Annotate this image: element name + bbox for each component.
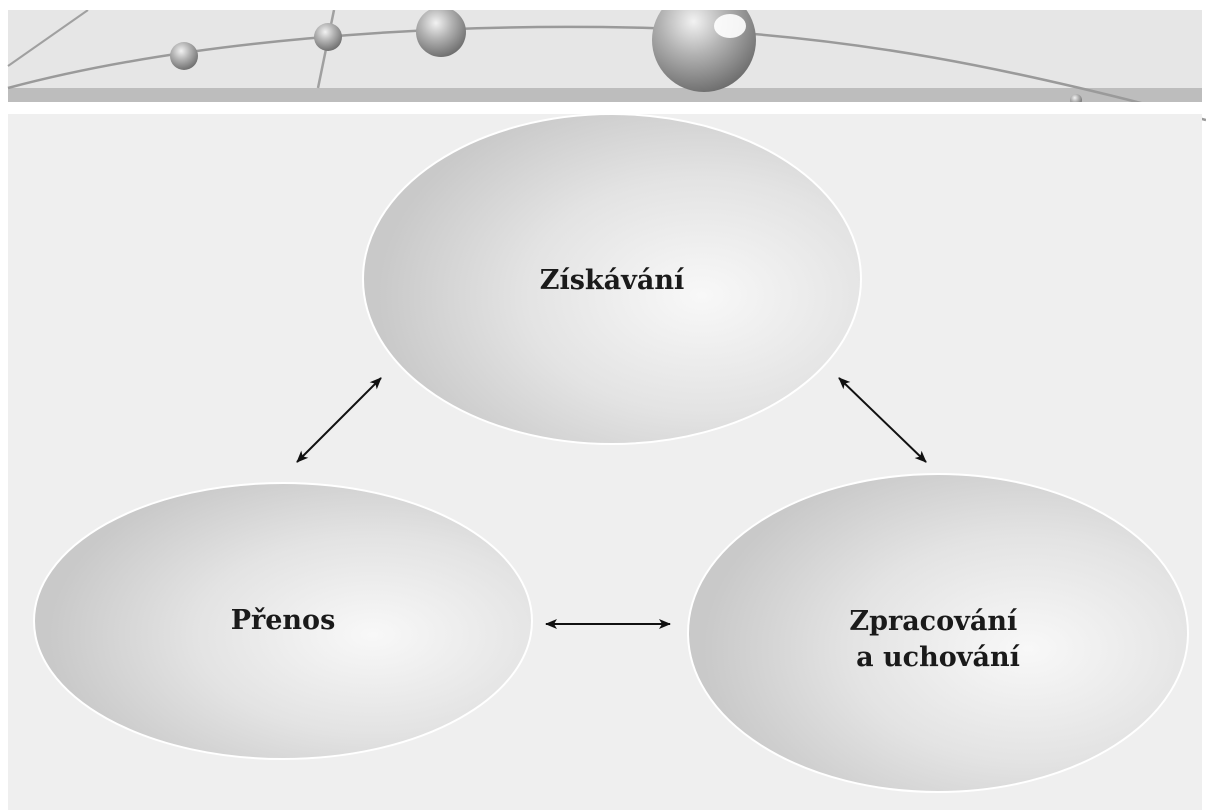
svg-text:Přenos: Přenos (231, 605, 336, 636)
header-ball-mid (416, 7, 466, 57)
node-prenos: Přenos (33, 482, 533, 760)
svg-text:Získávání: Získávání (540, 265, 685, 296)
svg-text:Zpracování a uchování: Zpracování a uchování (849, 606, 1026, 673)
header-mask-top (0, 0, 1206, 10)
header-decoration (0, 0, 1206, 122)
header-ball-medium (314, 23, 342, 51)
node-ziskavani: Získávání (362, 113, 862, 445)
node-label-zpracovani-line2: a uchování (856, 642, 1020, 673)
header-ball-small (170, 42, 198, 70)
header-band (8, 10, 1202, 102)
edge-arrow-ziskavani-zpracovani (838, 377, 927, 463)
header-bottom-strip (8, 88, 1202, 102)
node-ellipse-zpracovani (687, 473, 1189, 793)
header-ball-large-highlight (714, 14, 746, 38)
node-zpracovani: Zpracování a uchování (687, 473, 1189, 793)
header-mask-gap (0, 102, 1206, 114)
header-diagonal-line-1 (7, 9, 89, 67)
node-label-prenos: Přenos (231, 605, 336, 636)
node-label-zpracovani-line1: Zpracování (849, 606, 1018, 637)
edges (296, 377, 927, 629)
edge-arrow-ziskavani-prenos (296, 377, 382, 463)
node-ellipse-prenos (33, 482, 533, 760)
node-ellipse-ziskavani (362, 113, 862, 445)
node-label-ziskavani: Získávání (540, 265, 685, 296)
